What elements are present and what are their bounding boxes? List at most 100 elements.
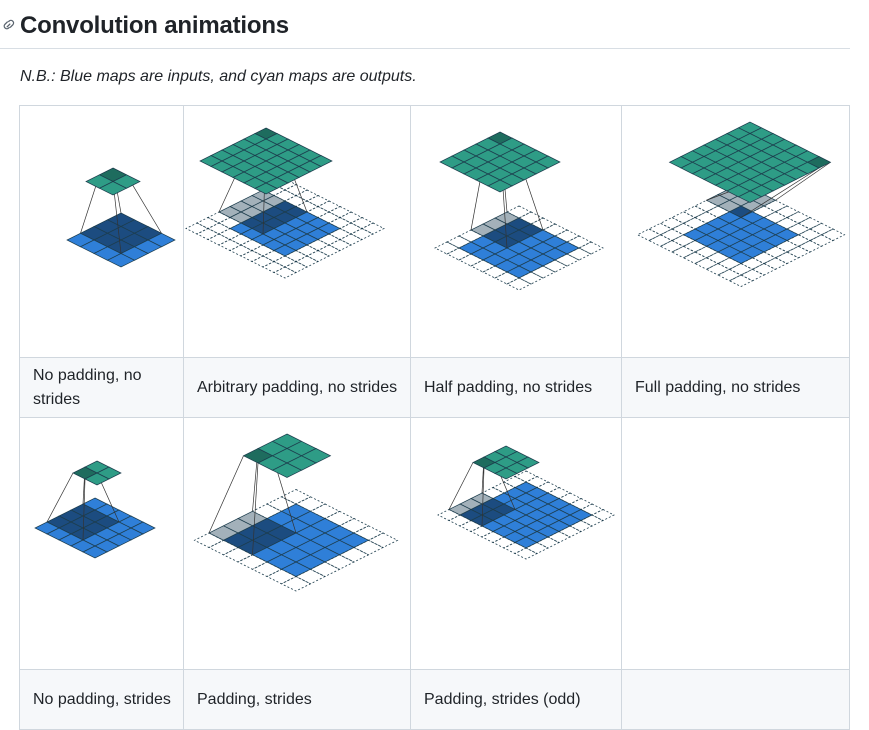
padding-outline-cell xyxy=(648,222,673,236)
projection-line xyxy=(46,472,74,523)
animation-arbitrary-padding-no-strides xyxy=(183,105,411,358)
table-row: No padding, no strides Arbitrary padding… xyxy=(19,357,850,418)
padding-outline-cell xyxy=(350,217,374,229)
animation-no-padding-strides xyxy=(19,417,184,670)
padding-outline-cell xyxy=(284,261,308,273)
padding-outline-cell xyxy=(728,263,754,276)
caption-cell: Half padding, no strides xyxy=(410,357,622,418)
input-cell xyxy=(106,253,136,268)
output-cell xyxy=(254,182,278,195)
padding-outline-cell xyxy=(591,509,615,521)
caption-cell: No padding, no strides xyxy=(19,357,184,418)
padding-outline-cell xyxy=(728,274,754,287)
padding-outline-cell xyxy=(339,233,363,246)
padding-outline-cell xyxy=(694,257,719,270)
animation-padding-strides-odd xyxy=(410,417,622,670)
padding-outline-cell xyxy=(566,235,592,249)
padding-outline-cell xyxy=(554,253,580,267)
caption-cell: No padding, strides xyxy=(19,669,184,730)
output-cell xyxy=(737,190,763,203)
projection-line xyxy=(82,478,86,541)
padding-outline-cell xyxy=(339,211,363,224)
padding-outline-cell xyxy=(682,205,708,218)
projection-line xyxy=(481,467,485,527)
animation-half-padding-no-strides xyxy=(410,105,622,358)
padding-outline-cell xyxy=(207,222,231,235)
padding-outline-cell xyxy=(659,240,685,253)
projection-line xyxy=(448,462,474,510)
padding-outline-cell xyxy=(317,244,341,257)
padding-outline-cell xyxy=(554,229,580,243)
padding-outline-cell xyxy=(196,228,220,240)
empty-cell xyxy=(621,417,850,670)
input-cell xyxy=(82,545,108,559)
padding-outline-cell xyxy=(506,277,532,291)
animations-table: No padding, no strides Arbitrary padding… xyxy=(19,105,850,730)
padding-outline-cell xyxy=(262,261,286,273)
padding-outline-cell xyxy=(434,241,460,255)
padding-outline-cell xyxy=(740,268,765,282)
convolution-diagram xyxy=(193,433,399,592)
padding-outline-cell xyxy=(470,259,496,273)
padding-outline-cell xyxy=(514,547,538,560)
note-text: N.B.: Blue maps are inputs, and cyan map… xyxy=(20,68,417,85)
padding-outline-cell xyxy=(328,239,352,251)
padding-outline-cell xyxy=(458,253,484,267)
convolution-diagram xyxy=(34,460,156,559)
padding-outline-cell xyxy=(648,234,673,247)
padding-outline-cell xyxy=(751,263,777,276)
padding-outline-cell xyxy=(251,255,275,268)
output-cell xyxy=(98,181,128,196)
padding-outline-cell xyxy=(671,245,696,259)
projection-line xyxy=(740,167,820,218)
caption-cell: Arbitrary padding, no strides xyxy=(183,357,411,418)
padding-outline-cell xyxy=(284,184,308,196)
table-row xyxy=(19,417,850,670)
output-cell xyxy=(487,179,513,193)
padding-outline-cell xyxy=(518,271,544,285)
animation-padding-strides xyxy=(183,417,411,670)
padding-outline-cell xyxy=(506,205,532,219)
caption-cell: Padding, strides xyxy=(183,669,411,730)
padding-outline-cell xyxy=(185,222,209,235)
padding-outline-cell xyxy=(566,247,592,261)
padding-outline-cell xyxy=(306,195,330,207)
padding-outline-cell xyxy=(820,228,846,241)
padding-outline-cell xyxy=(361,222,385,235)
padding-outline-cell xyxy=(809,222,834,236)
padding-outline-cell xyxy=(518,211,544,225)
padding-outline-cell xyxy=(482,265,508,279)
padding-outline-cell xyxy=(229,244,253,257)
output-cell xyxy=(84,472,110,486)
padding-outline-cell xyxy=(196,217,220,229)
padding-outline-cell xyxy=(218,239,242,251)
padding-outline-cell xyxy=(446,235,472,249)
padding-outline-cell xyxy=(542,259,568,273)
animation-full-padding-no-strides xyxy=(621,105,850,358)
padding-outline-cell xyxy=(328,206,352,218)
padding-outline-cell xyxy=(458,229,484,243)
projection-line xyxy=(775,161,831,201)
padding-outline-cell xyxy=(797,240,823,253)
padding-outline-cell xyxy=(273,255,297,268)
caption-cell: Padding, strides (odd) xyxy=(410,669,622,730)
padding-outline-cell xyxy=(295,255,319,268)
padding-outline-cell xyxy=(717,268,742,282)
padding-outline-cell xyxy=(786,245,811,259)
padding-outline-cell xyxy=(240,250,264,262)
padding-outline-cell xyxy=(306,250,330,262)
padding-outline-cell xyxy=(542,223,568,237)
padding-outline-cell xyxy=(763,257,788,270)
padding-outline-cell xyxy=(280,489,312,505)
padding-outline-cell xyxy=(367,532,399,548)
link-icon[interactable] xyxy=(1,18,15,32)
padding-outline-cell xyxy=(705,263,731,276)
caption-cell: Full padding, no strides xyxy=(621,357,850,418)
padding-outline-cell xyxy=(317,200,341,213)
padding-outline-cell xyxy=(280,576,312,592)
padding-outline-cell xyxy=(659,228,685,241)
padding-outline-cell xyxy=(207,233,231,246)
animation-no-padding-no-strides xyxy=(19,105,184,358)
padding-outline-cell xyxy=(636,228,662,241)
projection-line xyxy=(208,455,244,534)
